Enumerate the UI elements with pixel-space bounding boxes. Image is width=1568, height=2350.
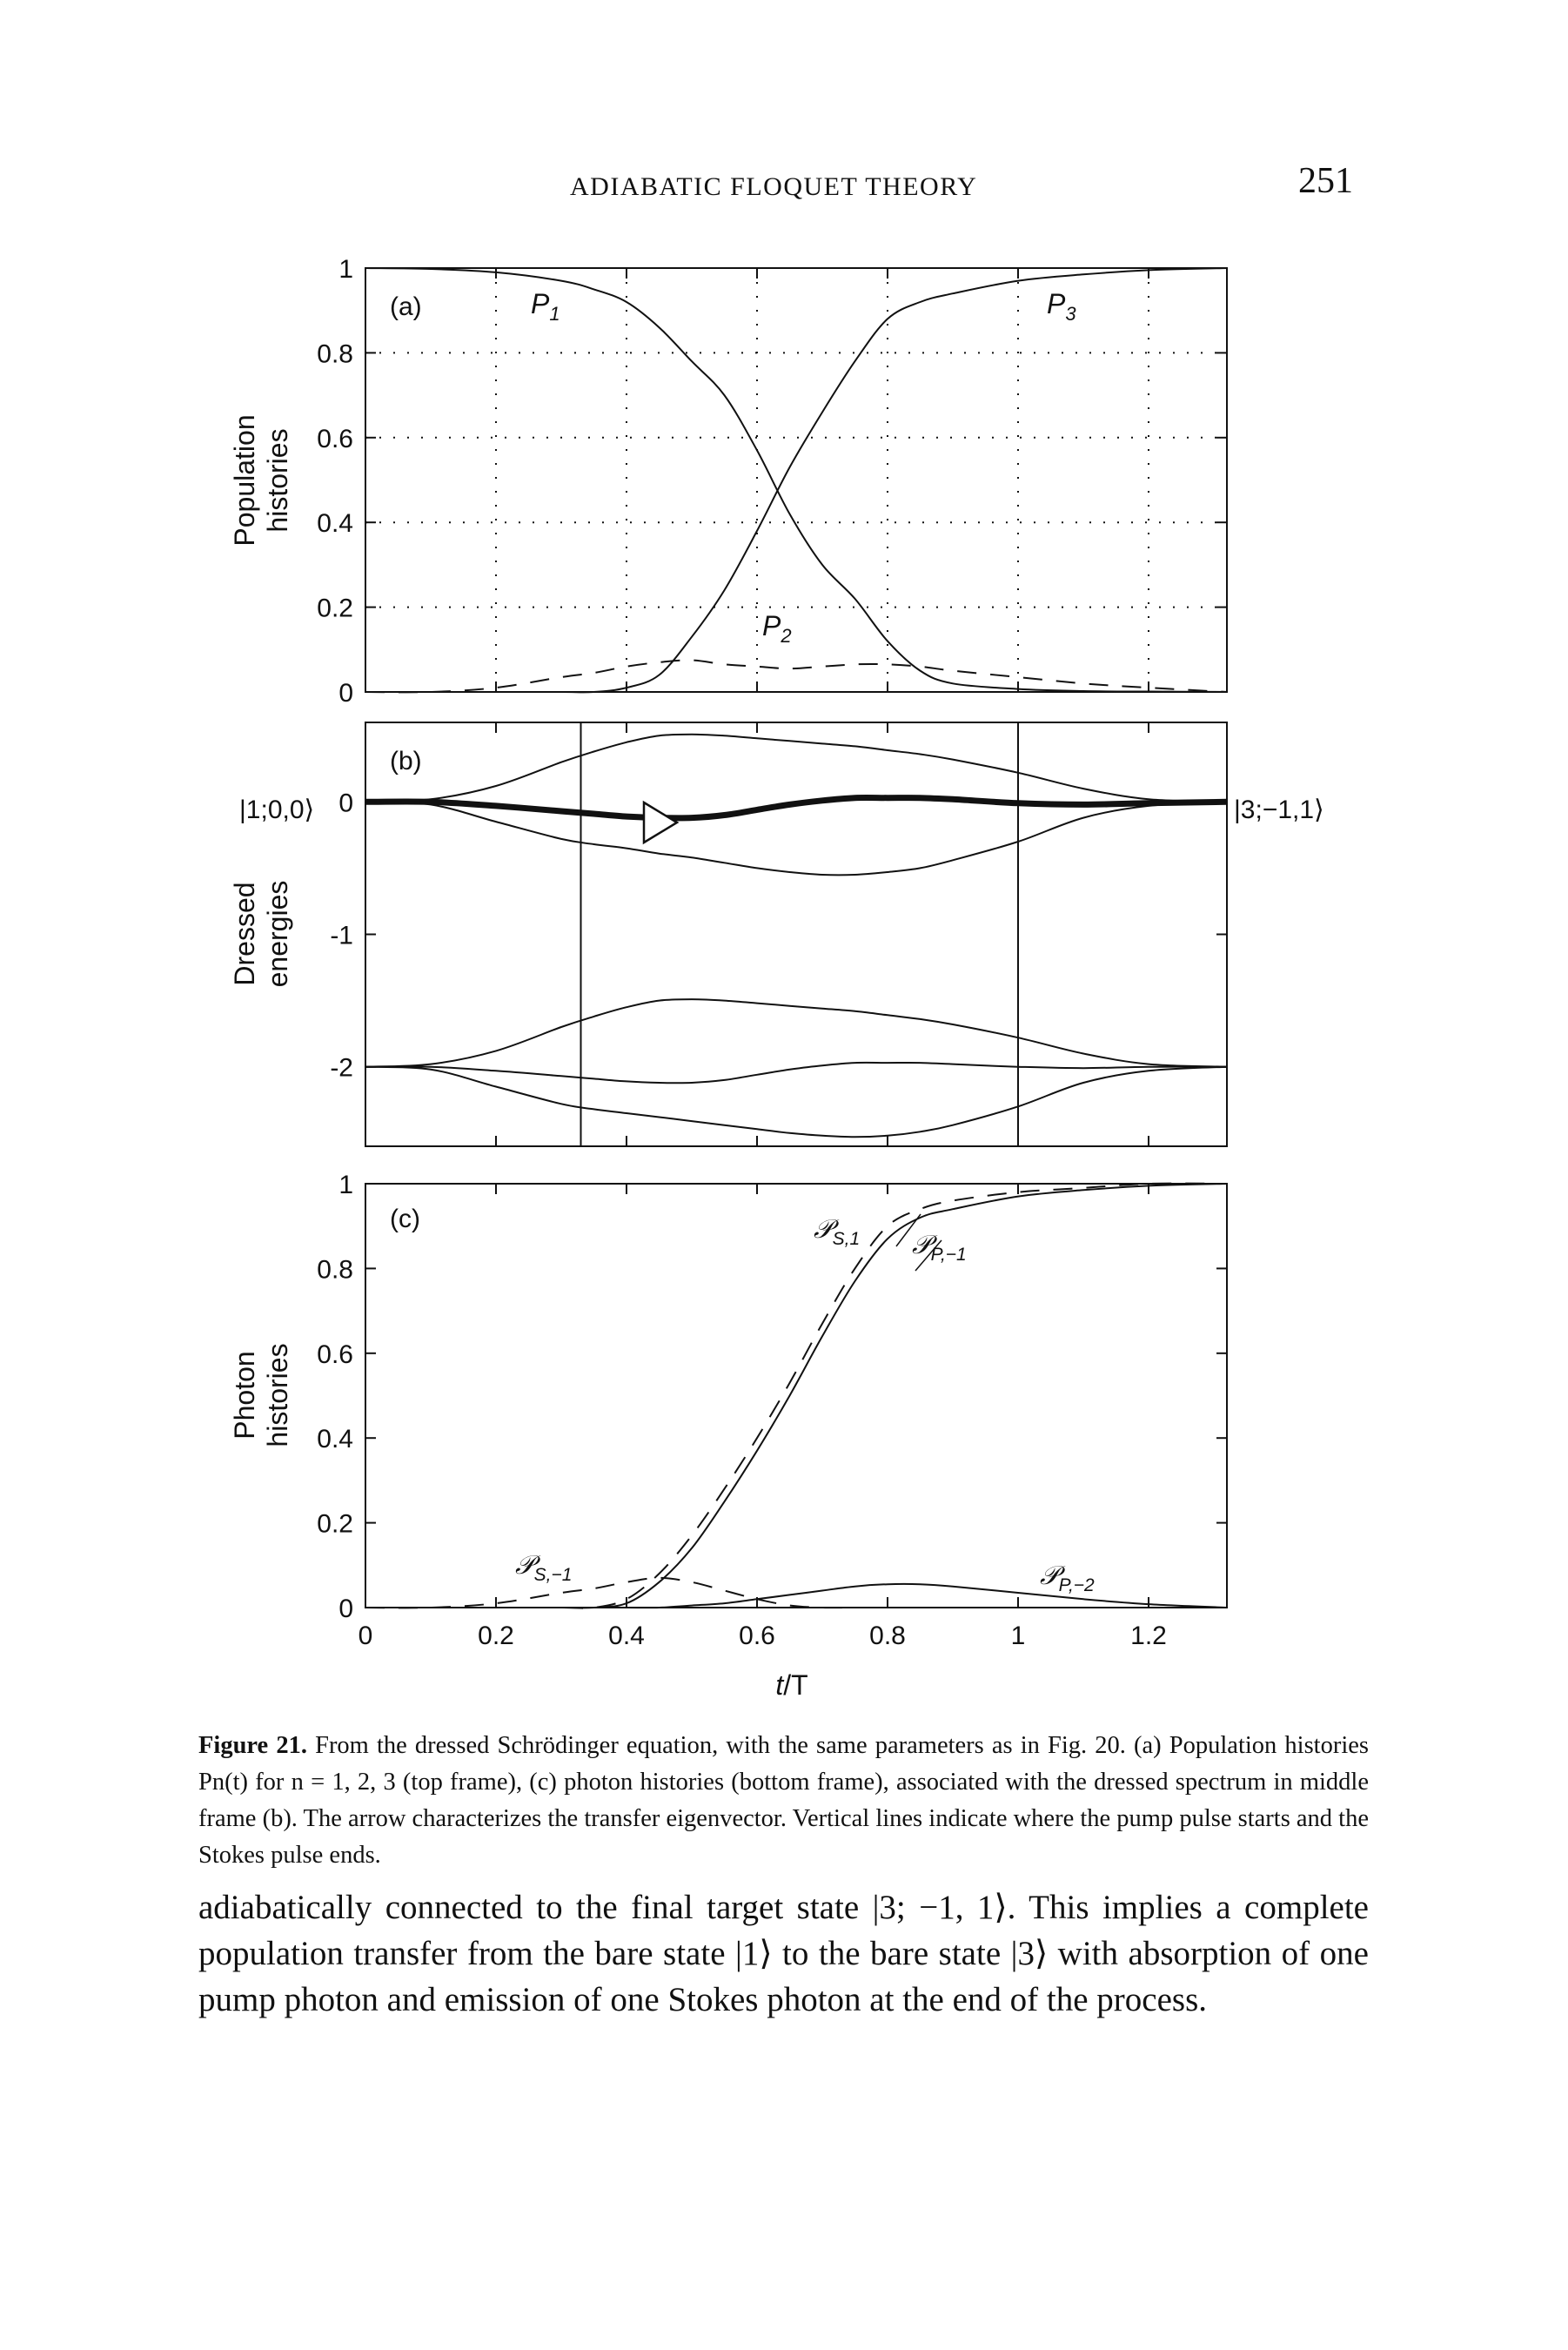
y-tick-label: 0: [338, 679, 353, 708]
label-pp-2: 𝒫P,−2: [1040, 1561, 1095, 1595]
svg-text:histories: histories: [262, 1343, 293, 1447]
label-ps1-pointer: [895, 1213, 921, 1247]
x-tick-label: 0.8: [869, 1622, 906, 1650]
panel-a-ylabel: Population histories: [229, 414, 293, 546]
label-p2: P2: [762, 610, 792, 647]
panel-b-tag: (b): [390, 747, 422, 776]
series-line: [365, 1065, 1228, 1138]
panel-b-curves: [365, 722, 1228, 1146]
label-p3: P3: [1047, 288, 1076, 325]
series-line: [365, 1183, 1228, 1609]
svg-text:Dressed: Dressed: [229, 882, 260, 985]
x-tick-label: 0: [358, 1622, 373, 1650]
series-line: [365, 998, 1228, 1068]
label-p1: P1: [531, 288, 560, 325]
x-axis-label: t/T: [775, 1669, 807, 1701]
label-ps-1: 𝒫S,−1: [515, 1551, 572, 1585]
caption-label: Figure 21.: [198, 1732, 307, 1759]
body-paragraph: adiabatically connected to the final tar…: [198, 1889, 1369, 2018]
series-line: [365, 659, 1228, 694]
panel-b-ticks: 0 -1 -2: [330, 722, 1227, 1146]
transfer-arrow: [642, 800, 680, 845]
left-state-label: |1;0,0⟩: [239, 796, 314, 824]
series-line: [365, 267, 1228, 693]
svg-text:Population: Population: [229, 414, 260, 546]
y-tick-label: -1: [330, 922, 353, 950]
y-tick-label: 0: [338, 1595, 353, 1623]
y-tick-label: 0.4: [317, 1425, 353, 1454]
series-line: [365, 267, 1228, 694]
label-ps1: 𝒫S,1: [814, 1215, 860, 1249]
right-state-label: |3;−1,1⟩: [1234, 796, 1324, 824]
svg-text:Photon: Photon: [229, 1351, 260, 1439]
label-pp-1: 𝒫P,−1: [912, 1231, 967, 1265]
x-tick-label: 0.4: [608, 1622, 645, 1650]
panel-c-tag: (c): [390, 1205, 420, 1233]
series-line: [365, 801, 1228, 876]
figure-caption: Figure 21. From the dressed Schrödinger …: [198, 1728, 1369, 1874]
series-line: [365, 1182, 1228, 1609]
caption-text: From the dressed Schrödinger equation, w…: [198, 1732, 1369, 1869]
y-tick-label: -2: [330, 1054, 353, 1083]
panel-b-ylabel: Dressed energies: [229, 881, 293, 988]
panel-c-ylabel: Photon histories: [229, 1343, 293, 1447]
panel-c-ticks: 1 0.8 0.6 0.4 0.2 00 0.2 0.4 0.6 0.8 1 1.2: [317, 1171, 1227, 1650]
panel-a-ticks: 1 0.8 0.6 0.4 0.2 0: [317, 255, 1227, 708]
y-tick-label: 0.4: [317, 509, 353, 538]
y-tick-label: 0.2: [317, 594, 353, 623]
series-line: [365, 1061, 1228, 1084]
series-line: [365, 1582, 1228, 1609]
y-tick-label: 0.8: [317, 339, 353, 368]
panel-a-grid: [365, 268, 1227, 692]
series-line: [365, 733, 1228, 803]
panel-a-curves: [365, 267, 1228, 694]
panel-c-curves: [365, 1182, 1228, 1609]
x-tick-label: 0.6: [739, 1622, 775, 1650]
svg-text:histories: histories: [262, 428, 293, 532]
x-tick-label: 1.2: [1130, 1622, 1167, 1650]
y-tick-label: 0.6: [317, 1340, 353, 1369]
x-tick-label: 0.2: [478, 1622, 514, 1650]
series-line: [365, 1576, 1227, 1609]
y-tick-label: 0: [338, 789, 353, 817]
series-line: [365, 794, 1228, 822]
y-tick-label: 0.6: [317, 425, 353, 453]
page-number: 251: [1298, 161, 1353, 201]
label-pp-1-pointer: [915, 1239, 942, 1272]
panel-a-frame: [365, 267, 1228, 693]
y-tick-label: 0.8: [317, 1255, 353, 1284]
svg-text:energies: energies: [262, 881, 293, 988]
y-tick-label: 1: [338, 1171, 353, 1199]
running-head: ADIABATIC FLOQUET THEORY: [570, 172, 978, 201]
y-tick-label: 0.2: [317, 1510, 353, 1539]
y-tick-label: 1: [338, 255, 353, 284]
panel-c-frame: [365, 1183, 1228, 1608]
x-tick-label: 1: [1011, 1622, 1026, 1650]
panel-a-tag: (a): [390, 292, 422, 321]
